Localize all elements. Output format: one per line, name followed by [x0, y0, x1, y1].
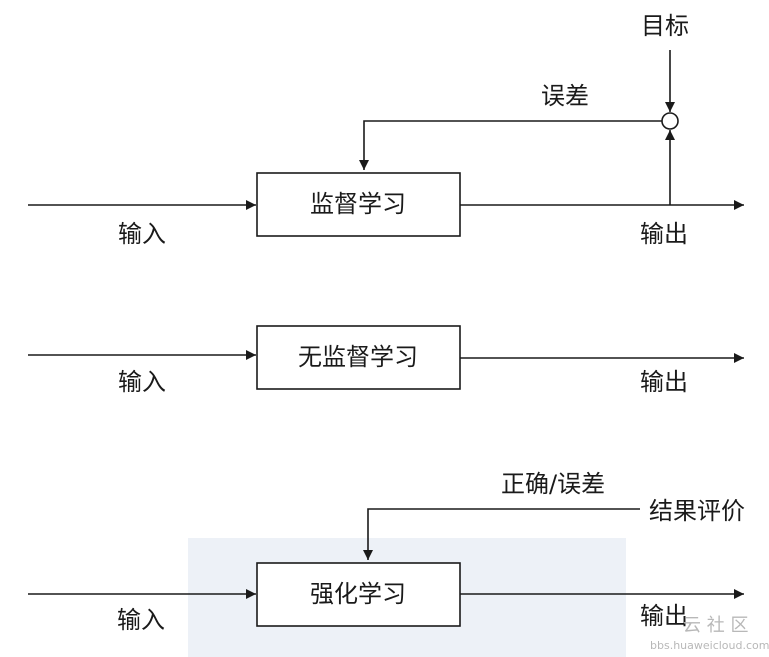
- supervised-input-label: 输入: [118, 220, 166, 248]
- reinforcement-output-label: 输出: [640, 602, 688, 630]
- unsupervised-input-label: 输入: [118, 368, 166, 396]
- reinforcement-learning-box: [256, 562, 461, 627]
- supervised-output-label: 输出: [640, 220, 688, 248]
- watermark-text: 云 社 区: [683, 615, 748, 636]
- comparator-circle: [661, 112, 679, 130]
- unsupervised-learning-section: 无监督学习 输入 输出: [28, 325, 744, 396]
- reinforcement-evaluation-arrow: [363, 508, 640, 560]
- reinforcement-learning-section: 强化学习 输入 输出 正确/误差 结果评价: [28, 470, 745, 634]
- unsupervised-learning-box: [256, 325, 461, 390]
- supervised-error-arrow: [359, 120, 662, 170]
- supervised-learning-box-label: 监督学习: [310, 190, 406, 218]
- supervised-learning-box: [256, 172, 461, 237]
- watermark-url: bbs.huaweicloud.com: [650, 639, 769, 652]
- unsupervised-learning-box-label: 无监督学习: [298, 343, 418, 371]
- supervised-target-label: 目标: [641, 12, 689, 40]
- supervised-error-label: 误差: [541, 82, 589, 110]
- unsupervised-output-label: 输出: [640, 368, 688, 396]
- watermark: 云 社 区 bbs.huaweicloud.com: [650, 615, 769, 652]
- reinforcement-feedback-label: 正确/误差: [501, 470, 605, 498]
- supervised-learning-section: 监督学习 输入 输出 目标 误差: [28, 12, 744, 248]
- reinforcement-input-label: 输入: [117, 606, 165, 634]
- reinforcement-evaluation-label: 结果评价: [649, 497, 745, 525]
- reinforcement-learning-box-label: 强化学习: [310, 580, 406, 608]
